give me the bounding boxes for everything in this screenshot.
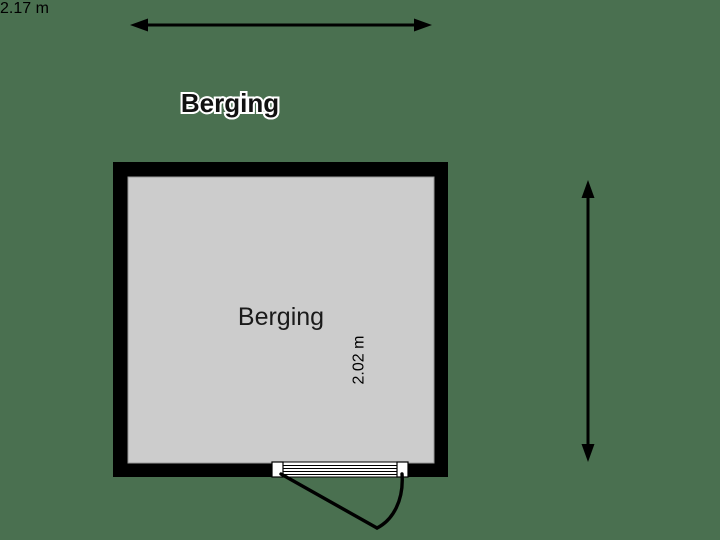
page-title: Berging	[179, 88, 281, 118]
arrowhead-top	[581, 180, 595, 198]
room-label-berging: Berging	[237, 303, 325, 331]
dimension-arrow-right	[581, 180, 595, 462]
arrowhead-left	[130, 18, 148, 32]
door-sill	[271, 461, 409, 478]
door-leaf-left[interactable]	[279, 472, 379, 530]
door-jamb-left	[271, 461, 284, 478]
dimension-label-height: 2.02 m	[350, 335, 368, 385]
arrowhead-right	[414, 18, 432, 32]
arrowhead-bottom	[581, 444, 595, 462]
room-floor-berging[interactable]	[127, 176, 435, 464]
dimension-label-width: 2.17 m	[0, 0, 49, 17]
door-leaf-right-arc[interactable]	[375, 472, 404, 530]
dimension-arrow-top	[130, 18, 432, 32]
